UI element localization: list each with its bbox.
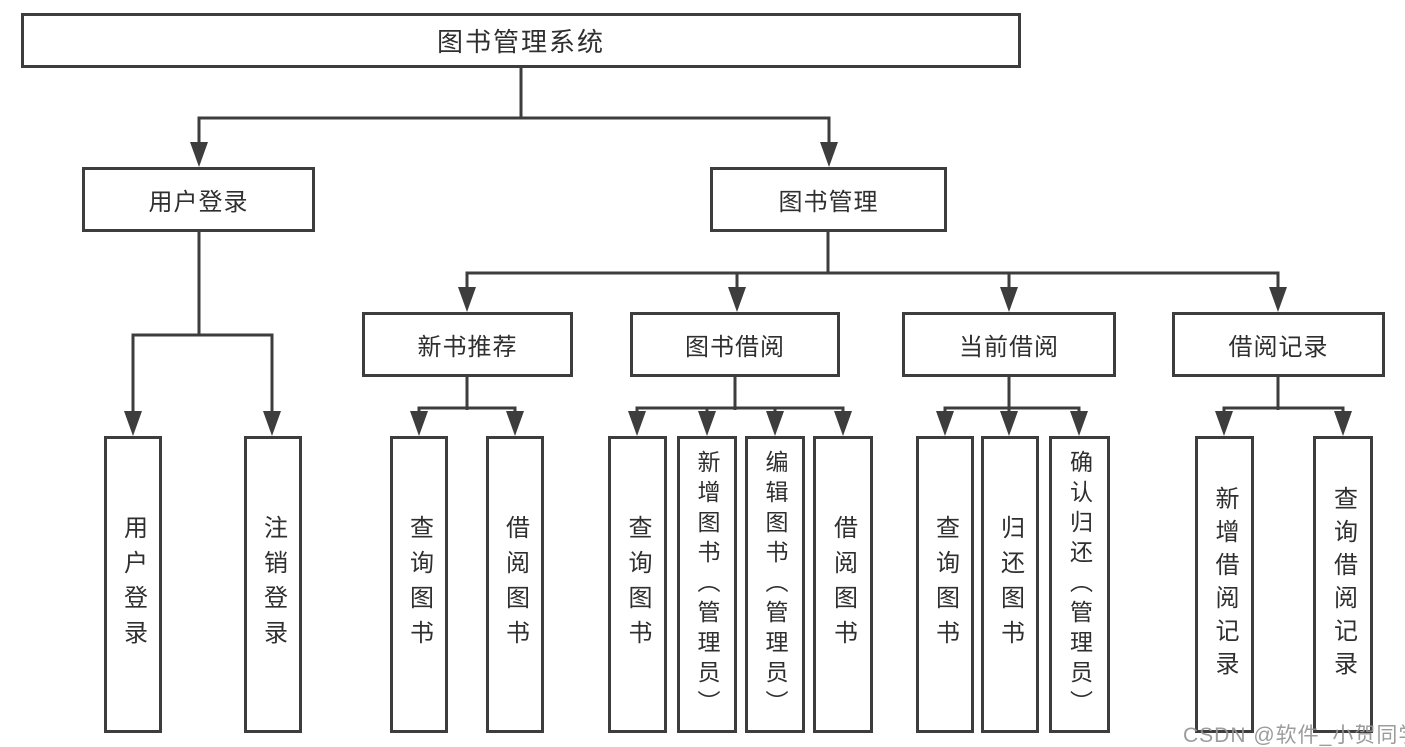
connector-root-branch	[197, 116, 831, 144]
watermark: CSDN @软件_小贺同学	[1183, 724, 1405, 747]
arrow-icon	[190, 142, 208, 167]
arrow-icon	[1215, 411, 1233, 436]
leaf-borrow-edit-books-admin: 编辑图书（管理员）	[745, 436, 805, 733]
arrow-icon	[124, 411, 142, 436]
leaf-borrow-query-books: 查询图书	[608, 436, 667, 733]
arrow-icon	[1070, 411, 1088, 436]
leaf-records-add-record: 新增借阅记录	[1195, 436, 1254, 733]
arrow-icon	[834, 411, 852, 436]
leaf-current-return-books: 归还图书	[981, 436, 1039, 733]
leaf-recommend-query-books: 查询图书	[390, 436, 448, 733]
arrow-icon	[263, 411, 281, 436]
arrow-icon	[628, 411, 646, 436]
node-book-borrow: 图书借阅	[630, 312, 840, 377]
leaf-borrow-borrow-books: 借阅图书	[813, 436, 873, 733]
arrow-icon	[1000, 411, 1018, 436]
arrow-icon	[506, 411, 524, 436]
connector-current-branch	[943, 406, 1081, 413]
node-new-book-recommend: 新书推荐	[362, 312, 573, 377]
arrow-icon	[936, 411, 954, 436]
node-current-borrow: 当前借阅	[902, 312, 1116, 377]
leaf-current-query-books: 查询图书	[916, 436, 974, 733]
connector-borrow-branch	[635, 406, 845, 413]
arrow-icon	[410, 411, 428, 436]
connector-recommend-branch	[417, 406, 517, 413]
arrow-icon	[1000, 287, 1018, 312]
arrow-icon	[728, 287, 746, 312]
leaf-logout: 注销登录	[244, 436, 302, 733]
connector-bookmgmt-branch	[465, 271, 1280, 290]
leaf-user-login: 用户登录	[104, 436, 162, 733]
leaf-recommend-borrow-books: 借阅图书	[486, 436, 544, 733]
arrow-icon	[766, 411, 784, 436]
connector-records-branch	[1222, 406, 1345, 413]
node-book-management: 图书管理	[710, 167, 947, 232]
leaf-borrow-add-books-admin: 新增图书（管理员）	[677, 436, 737, 733]
node-root: 图书管理系统	[21, 13, 1021, 68]
arrow-icon	[1269, 287, 1287, 312]
node-user-login: 用户登录	[82, 167, 315, 232]
arrow-icon	[698, 411, 716, 436]
connector-userlogin-branch	[131, 333, 274, 413]
node-borrow-records: 借阅记录	[1172, 312, 1385, 377]
arrow-icon	[1334, 411, 1352, 436]
leaf-records-query-record: 查询借阅记录	[1313, 436, 1373, 733]
arrow-icon	[458, 287, 476, 312]
arrow-icon	[820, 142, 838, 167]
leaf-current-confirm-return-admin: 确认归还（管理员）	[1049, 436, 1110, 733]
